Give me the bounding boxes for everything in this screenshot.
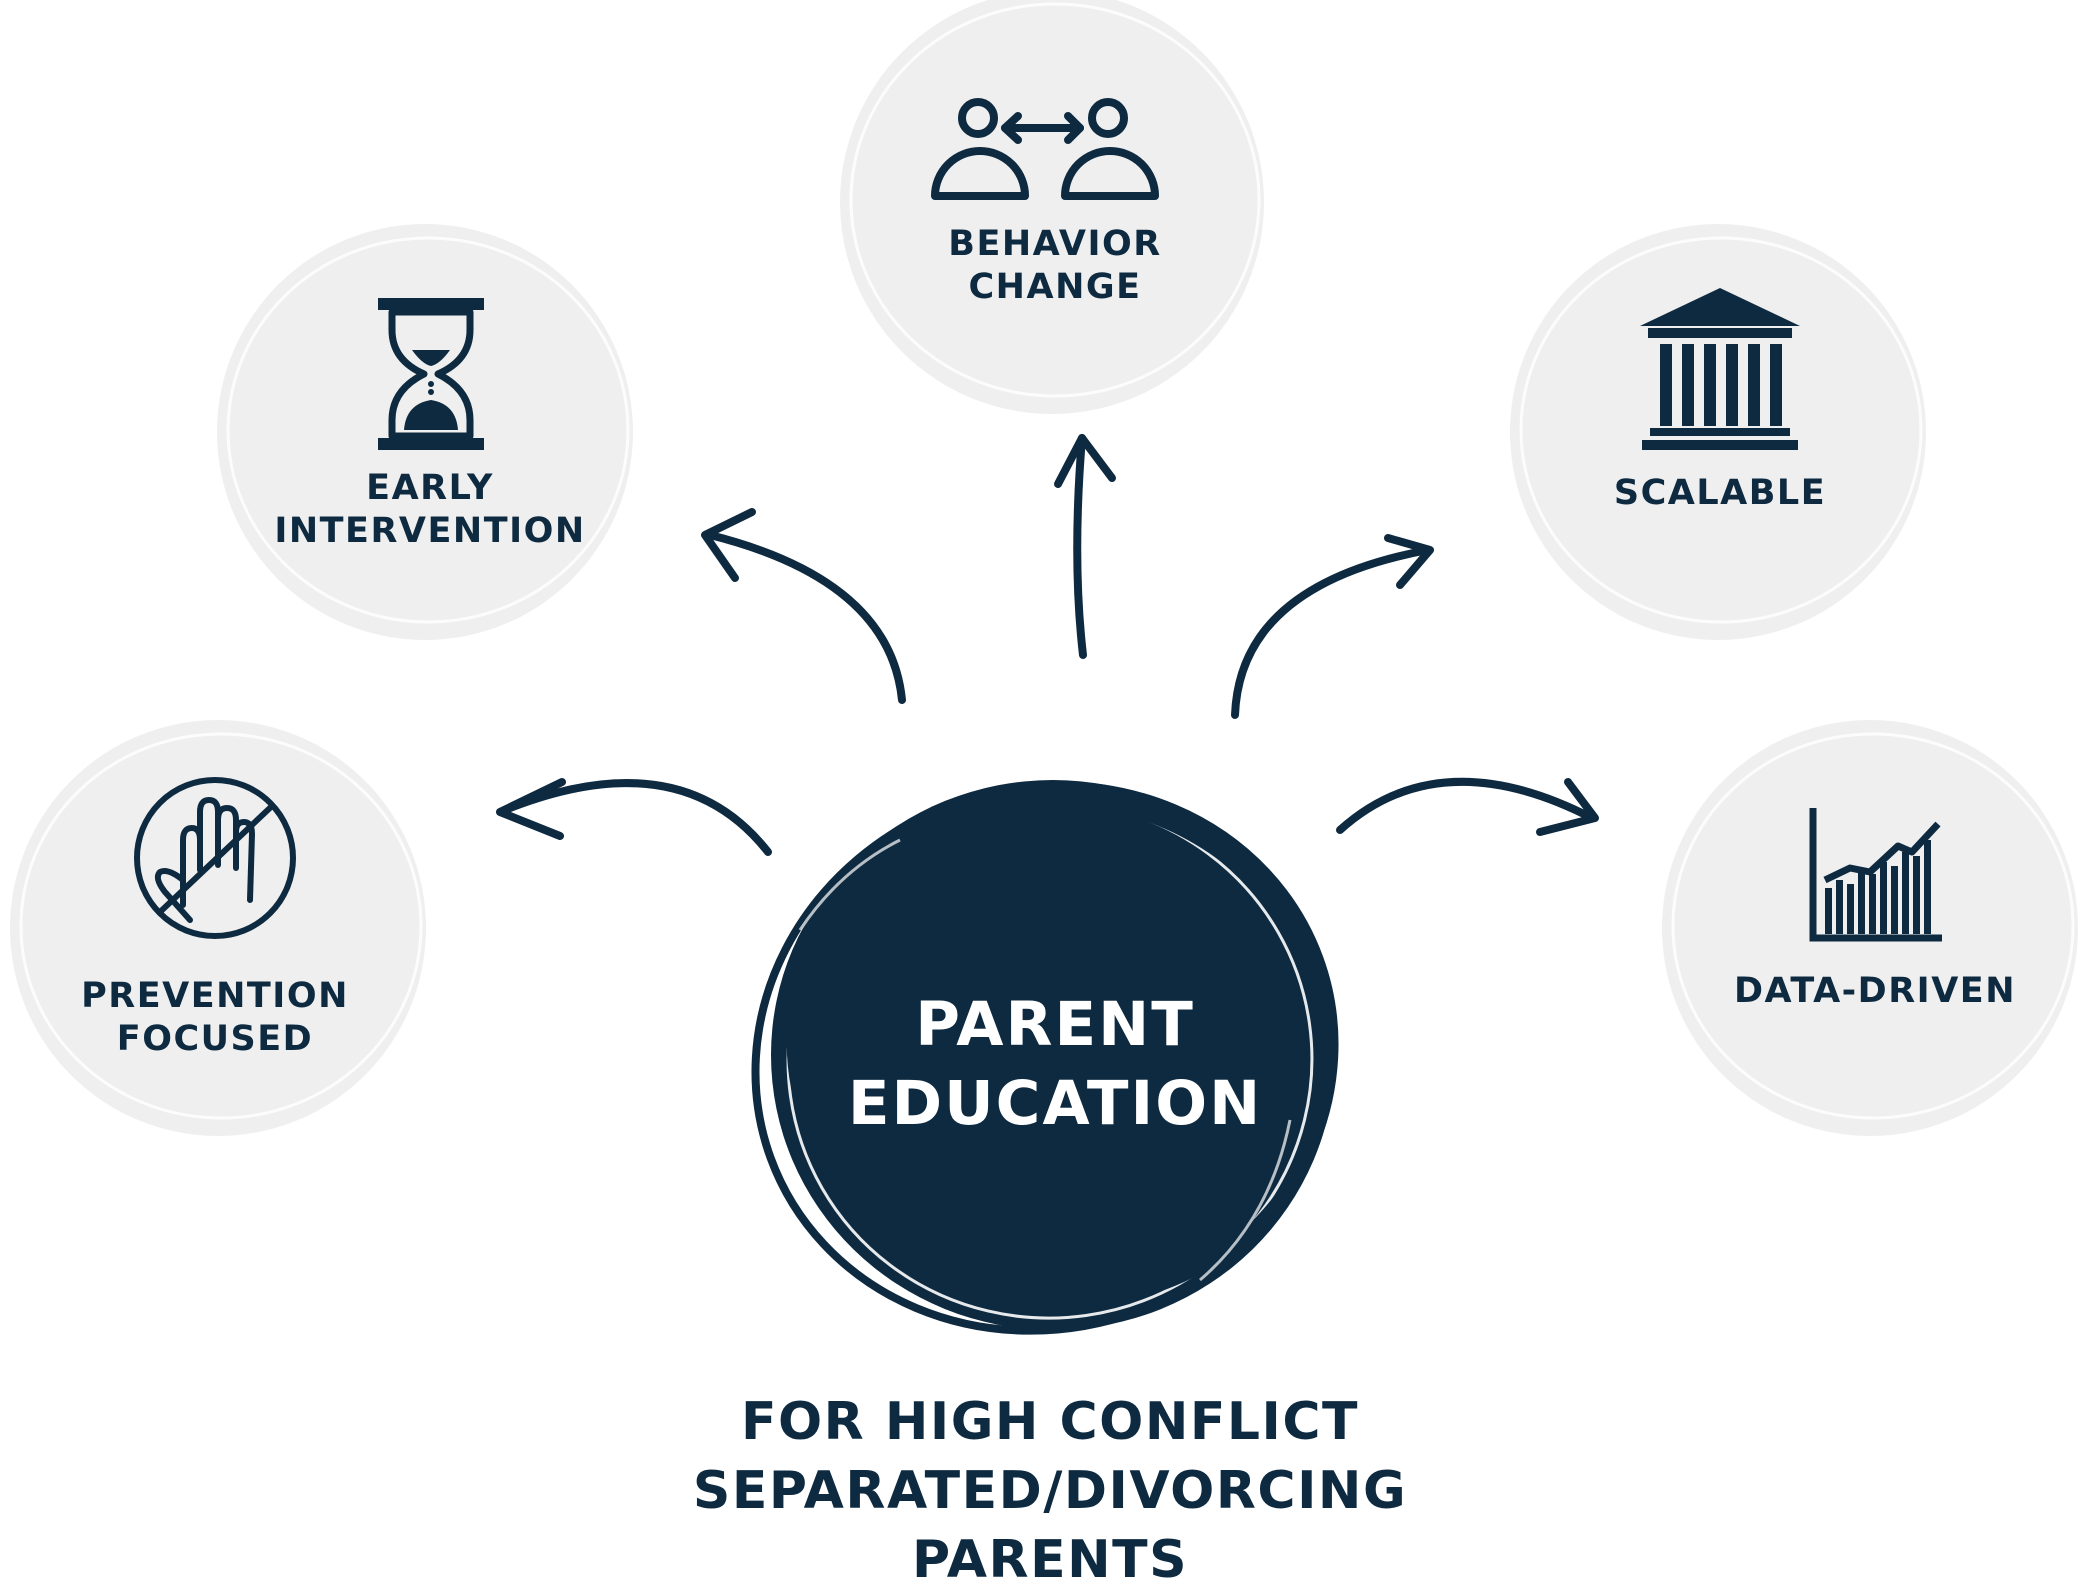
early-intervention-label: EARLY INTERVENTION — [250, 467, 610, 552]
center-title: PARENT EDUCATION — [800, 985, 1310, 1144]
arrow-to-data-head — [1536, 778, 1599, 836]
scalable-line1: SCALABLE — [1613, 473, 1827, 513]
bubble-behavior-change — [840, 0, 1264, 414]
behavior-change-line2: CHANGE — [968, 266, 1142, 307]
scalable-label: SCALABLE — [1560, 472, 1880, 515]
hourglass-icon — [378, 298, 484, 450]
arrow-to-behavior — [1073, 434, 1087, 659]
behavior-change-line1: BEHAVIOR — [948, 224, 1162, 264]
subtitle: FOR HIGH CONFLICT SEPARATED/DIVORCING PA… — [540, 1388, 1560, 1595]
arrow-to-scalable — [1231, 546, 1432, 719]
bubble-prevention-focused — [10, 720, 426, 1136]
bubble-early-intervention — [217, 224, 633, 640]
center-title-line1: PARENT — [915, 989, 1195, 1060]
no-hand-icon — [134, 777, 296, 939]
center-title-line2: EDUCATION — [847, 1068, 1263, 1140]
arrow-to-data — [1336, 777, 1596, 834]
bank-building-icon — [1640, 288, 1800, 450]
arrows — [496, 434, 1599, 856]
subtitle-line2: SEPARATED/DIVORCING — [692, 1461, 1408, 1522]
arrow-to-scalable-head — [1384, 534, 1434, 589]
prevention-focused-line2: FOCUSED — [116, 1018, 314, 1059]
arrow-to-prevention — [501, 779, 772, 856]
center-circle — [751, 780, 1339, 1335]
data-driven-line1: DATA-DRIVEN — [1733, 971, 2016, 1011]
early-intervention-line1: EARLY — [366, 468, 494, 508]
people-exchange-icon — [931, 98, 1159, 200]
data-driven-label: DATA-DRIVEN — [1700, 970, 2050, 1013]
arrow-to-prevention-head — [496, 778, 566, 840]
subtitle-line1: FOR HIGH CONFLICT — [740, 1392, 1360, 1452]
arrow-to-behavior-head — [1054, 434, 1116, 488]
subtitle-line3: PARENTS — [911, 1530, 1189, 1591]
behavior-change-label: BEHAVIOR CHANGE — [900, 223, 1210, 308]
prevention-focused-line1: PREVENTION — [81, 976, 349, 1016]
arrow-to-early-head — [701, 508, 756, 582]
growth-chart-icon — [1809, 808, 1942, 942]
prevention-focused-label: PREVENTION FOCUSED — [60, 975, 370, 1060]
early-intervention-line2: INTERVENTION — [274, 510, 586, 551]
arrow-to-early — [706, 531, 906, 704]
